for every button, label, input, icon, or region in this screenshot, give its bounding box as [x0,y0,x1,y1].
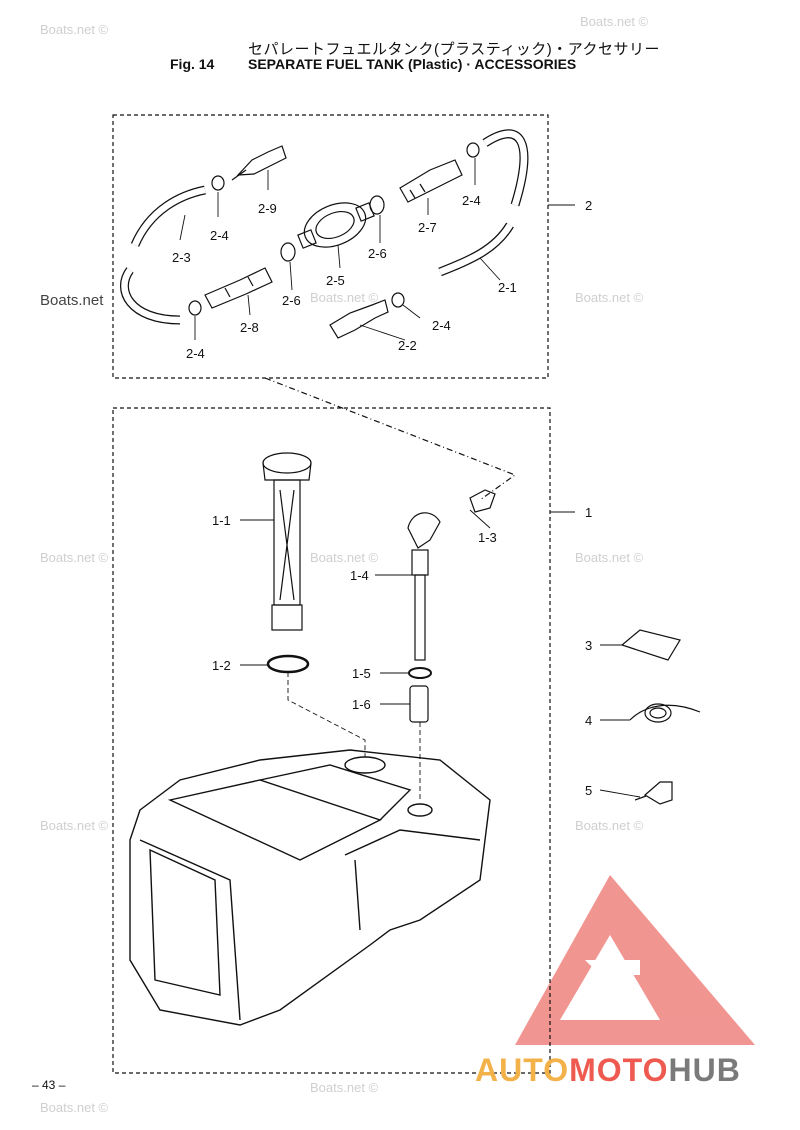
brand-logo: AUTOMOTOHUB [475,1052,741,1089]
ring [280,242,296,262]
watermark: Boats.net © [40,22,109,37]
watermark: Boats.net © [310,290,379,305]
accessory-4 [629,703,701,723]
callout-3: 3 [585,638,592,653]
valve-2-7 [399,159,463,203]
hose-2-3 [120,185,206,325]
connector-2-9 [231,145,287,181]
brand-text-auto: AUTO [475,1052,570,1088]
callout-2-3: 2-3 [172,250,191,265]
watermark: Boats.net © [575,818,644,833]
watermark: Boats.net © [580,14,649,29]
fuel-gauge [262,452,312,631]
callout-2-4: 2-4 [432,318,451,333]
ring [369,195,385,215]
leader-lines [179,158,641,802]
callout-1-5: 1-5 [352,666,371,681]
callout-4: 4 [585,713,592,728]
watermark: Boats.net © [575,290,644,305]
figure-number: Fig. 14 [170,56,215,72]
callout-1-6: 1-6 [352,697,371,712]
connector-line [264,377,517,501]
callout-2-9: 2-9 [258,201,277,216]
callout-2: 2 [585,198,592,213]
callout-1-1: 1-1 [212,513,231,528]
callout-2-6: 2-6 [282,293,301,308]
callout-2-2: 2-2 [398,338,417,353]
watermark: Boats.net © [40,1100,109,1115]
callout-2-7: 2-7 [418,220,437,235]
connector-2-2 [329,299,389,339]
clamp [391,292,405,308]
o-ring-1-5 [408,667,432,679]
callout-2-8: 2-8 [240,320,259,335]
title-japanese: セパレートフュエルタンク(プラスティック)・アクセサリー [248,41,661,58]
page-number: – 43 – [32,1078,66,1092]
group-box-1 [112,407,551,1074]
callout-1: 1 [585,505,592,520]
o-ring-1-2 [266,654,310,674]
elbow-1-3 [407,489,496,549]
clamp [188,300,202,316]
title-english: SEPARATE FUEL TANK (Plastic) · ACCESSORI… [248,56,577,72]
clamp [211,175,225,191]
clamp [466,142,480,158]
fuel-tank [129,749,491,1026]
logo-triangle [515,875,755,1045]
callout-1-4: 1-4 [350,568,369,583]
callout-2-4: 2-4 [462,193,481,208]
watermark: Boats.net © [575,550,644,565]
brand-text-moto: MOTO [569,1052,669,1088]
watermark: Boats.net [40,292,104,309]
accessory-5 [634,781,673,805]
brand-text-hub: HUB [668,1052,741,1088]
callout-5: 5 [585,783,592,798]
callout-2-4: 2-4 [210,228,229,243]
callout-2-4: 2-4 [186,346,205,361]
watermark: Boats.net © [310,550,379,565]
callout-1-3: 1-3 [478,530,497,545]
callout-2-5: 2-5 [326,273,345,288]
accessory-3 [620,629,681,661]
watermark: Boats.net © [310,1080,379,1095]
valve-2-8 [204,267,273,309]
hose-2-1 [438,129,529,277]
callout-2-6: 2-6 [368,246,387,261]
callout-1-2: 1-2 [212,658,231,673]
pickup-tube-1-4 [411,549,429,661]
primer-bulb [297,202,375,249]
group-box-2 [112,114,549,379]
filter-1-6 [409,685,429,723]
watermark: Boats.net © [40,818,109,833]
callout-2-1: 2-1 [498,280,517,295]
watermark: Boats.net © [40,550,109,565]
